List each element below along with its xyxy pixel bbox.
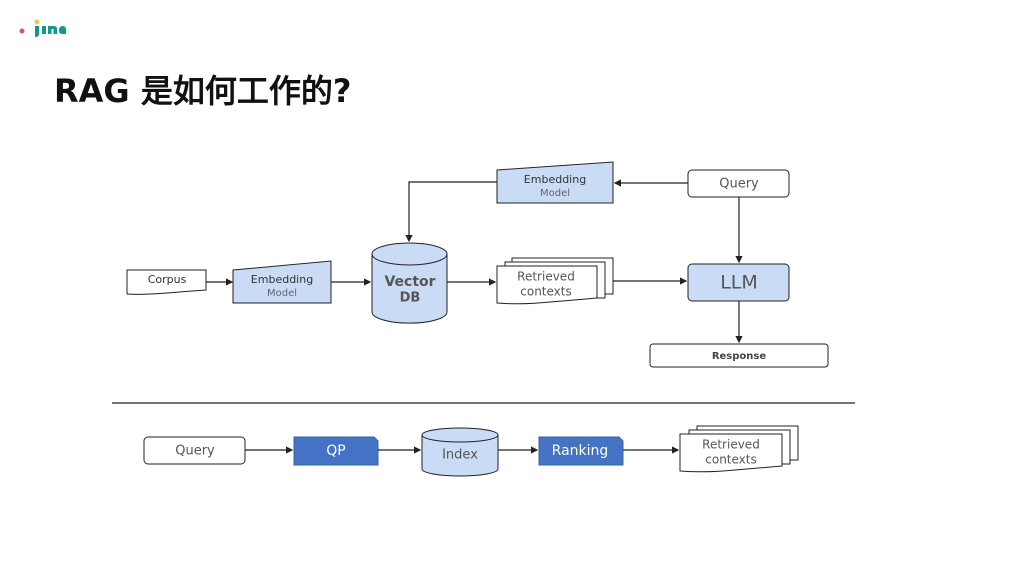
embedding-model-node-1: Embedding Model [232, 260, 332, 304]
qp-label: QP [326, 443, 345, 459]
logo-j [35, 26, 39, 37]
index-node: Index [421, 427, 499, 477]
corpus-node: Corpus [126, 269, 207, 295]
retrieved-contexts-node: Retrieved contexts [496, 257, 614, 305]
index-label: Index [442, 448, 478, 463]
query-top-label: Query [719, 177, 759, 192]
response-node: Response [649, 343, 829, 368]
ranking-node: Ranking [538, 436, 624, 466]
contexts-line1: Retrieved [517, 270, 575, 284]
logo-red-dot [19, 28, 25, 34]
vector-db-line1: Vector [384, 274, 435, 290]
ranking-label: Ranking [552, 443, 609, 459]
response-label: Response [712, 351, 767, 362]
corpus-label: Corpus [148, 273, 187, 286]
llm-label: LLM [720, 272, 758, 294]
retrieved-contexts-bottom-node: Retrieved contexts [679, 425, 799, 473]
embedding-model-1-line2: Model [267, 288, 297, 299]
arrow-embedding-to-vectordb-2 [405, 181, 497, 243]
page-title: RAG 是如何工作的? [54, 72, 352, 110]
embedding-model-node-2: Embedding Model [496, 161, 614, 204]
logo-n [48, 26, 57, 34]
qp-node: QP [293, 436, 379, 466]
jina-logo [19, 19, 66, 37]
vector-db-line2: DB [400, 291, 421, 306]
logo-a [59, 26, 66, 34]
llm-node: LLM [687, 263, 790, 302]
query-bottom-label: Query [175, 444, 215, 459]
embedding-model-2-line2: Model [540, 188, 570, 199]
embedding-model-1-line1: Embedding [251, 273, 313, 286]
contexts-bottom-line1: Retrieved [702, 438, 760, 452]
query-node-top: Query [687, 169, 790, 198]
vector-db-node: Vector DB [371, 242, 448, 324]
contexts-bottom-line2: contexts [705, 453, 756, 467]
contexts-line2: contexts [520, 285, 571, 299]
embedding-model-2-line1: Embedding [524, 173, 586, 186]
logo-yellow-dot [34, 19, 40, 25]
query-node-bottom: Query [143, 436, 246, 465]
logo-i [42, 26, 46, 34]
